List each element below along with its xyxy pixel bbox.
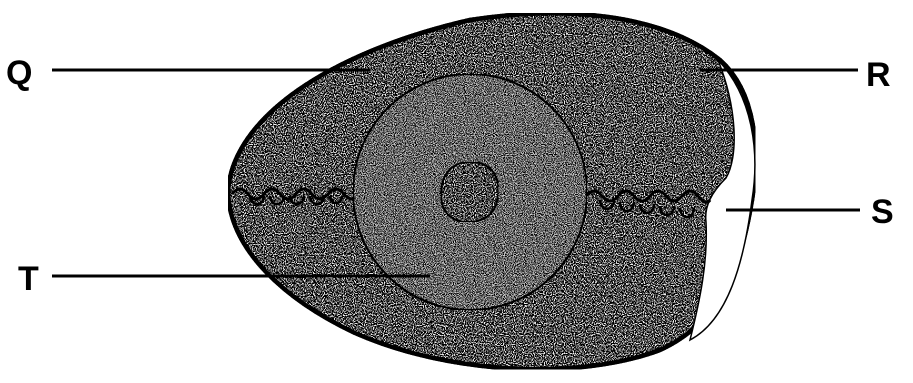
- label-s: S: [871, 195, 894, 229]
- germinal-disc: [441, 162, 498, 222]
- label-t: T: [18, 262, 39, 296]
- label-r: R: [866, 58, 891, 92]
- label-q: Q: [6, 56, 32, 90]
